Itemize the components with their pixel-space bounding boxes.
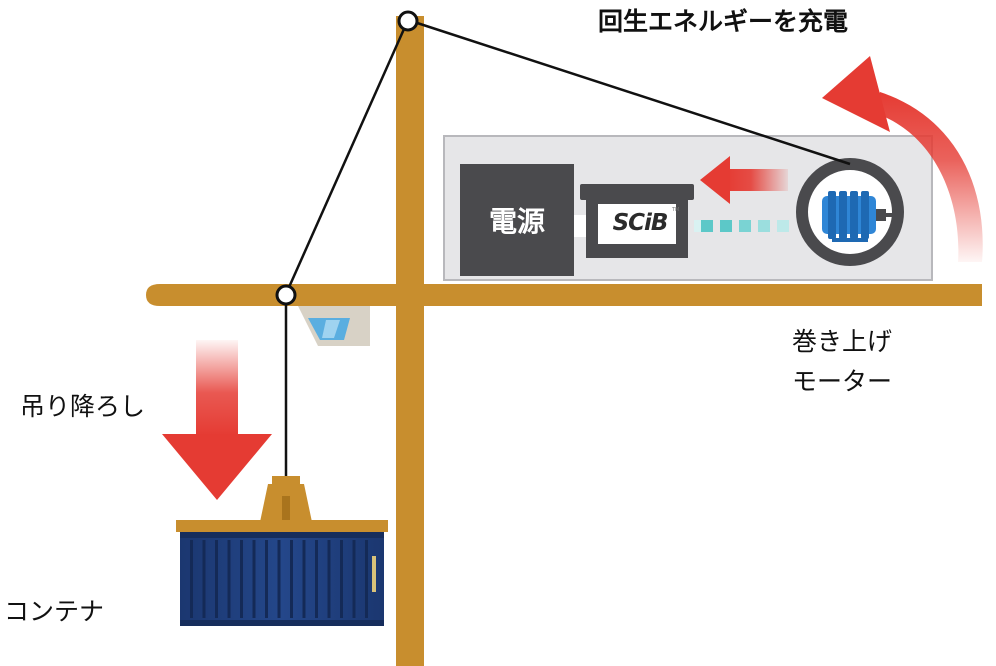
container-rib: [252, 540, 256, 618]
hoist-motor-label: 巻き上げ モーター: [792, 322, 892, 402]
hoist-motor-label-line1: 巻き上げ: [792, 327, 893, 356]
container-body: [180, 532, 384, 626]
container-rib: [240, 540, 243, 618]
trolley-pulley-icon: [275, 284, 297, 306]
container-label: コンテナ: [4, 597, 105, 626]
hook-icon: [260, 476, 312, 522]
pulley-icon: [397, 10, 419, 32]
crane-jib: [146, 284, 982, 306]
container-rib: [352, 540, 356, 618]
container-rib: [215, 540, 218, 618]
container-rib: [340, 540, 343, 618]
cab-icon: [298, 306, 370, 346]
energy-connector: [694, 220, 789, 232]
container-rib: [265, 540, 268, 618]
power-source-box: [460, 164, 574, 276]
crane-mast: [396, 16, 424, 666]
lowering-label: 吊り降ろし: [20, 392, 146, 421]
container-rib: [227, 540, 231, 618]
container-top-beam: [176, 520, 388, 532]
container-rib: [202, 540, 206, 618]
container-rib: [327, 540, 331, 618]
battery-brand-label: SCiB: [612, 210, 669, 236]
regen-charge-label: 回生エネルギーを充電: [598, 7, 849, 36]
motor-icon: [796, 158, 904, 266]
container-rib: [315, 540, 318, 618]
lowering-arrow: [162, 340, 272, 500]
charge-arrow: [700, 156, 788, 204]
container-rib: [302, 540, 306, 618]
battery-tm-mark: TM: [672, 207, 680, 213]
battery-icon: [580, 184, 694, 258]
container-rib: [290, 540, 293, 618]
container-rib: [277, 540, 281, 618]
hoist-motor-label-line2: モーター: [792, 367, 893, 396]
container-rib: [190, 540, 193, 618]
hoist-cable: [284, 18, 851, 478]
regen-arrow: [822, 56, 983, 262]
power-battery-link: [574, 215, 586, 237]
power-source-label: 電源: [488, 205, 545, 238]
container-rib: [365, 540, 368, 618]
